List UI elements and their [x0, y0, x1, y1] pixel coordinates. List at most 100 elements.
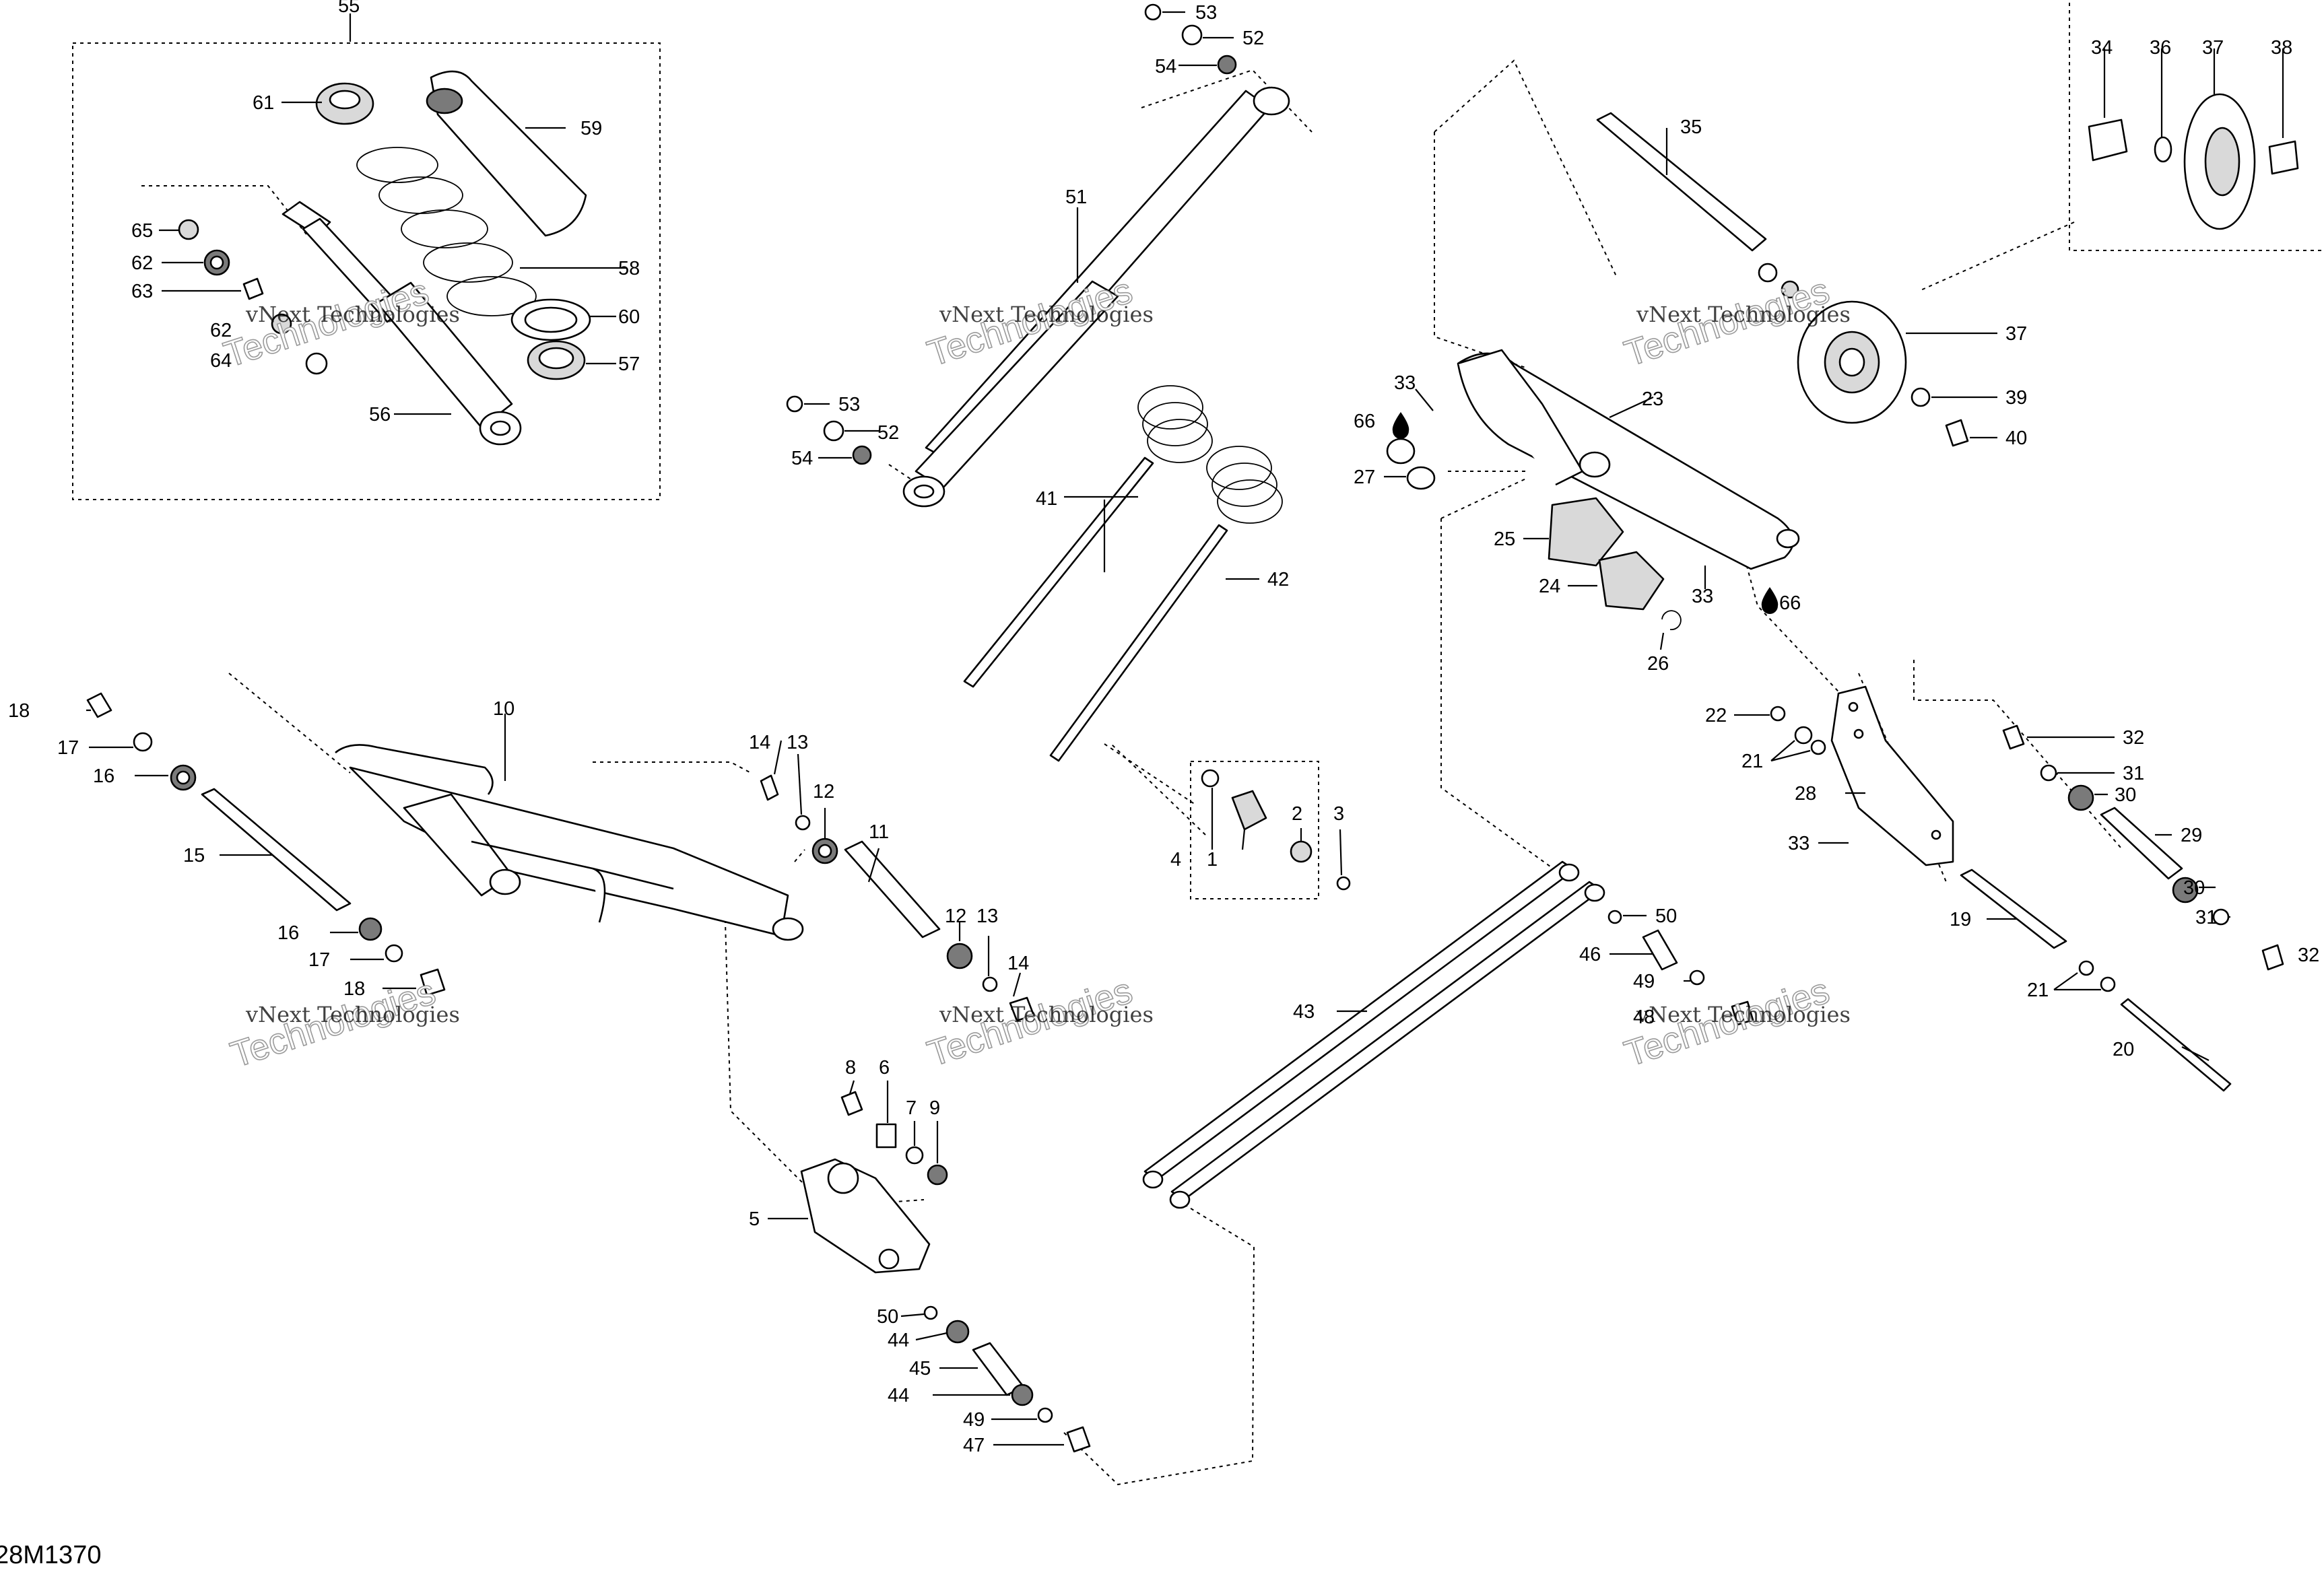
oil-drop-icon [1392, 412, 1409, 439]
callout: 51 [1065, 186, 1087, 208]
callout: 56 [369, 404, 391, 425]
callout: 38 [2271, 37, 2292, 59]
leader-lines [86, 11, 2284, 1446]
callout: 2 [1292, 803, 1302, 825]
callout: 8 [845, 1057, 856, 1079]
watermark: Technologies vNext Technologies [922, 969, 1154, 1074]
callout: 66 [1354, 411, 1375, 432]
callout: 12 [945, 906, 966, 927]
callout: 7 [906, 1097, 917, 1119]
callout: 30 [2183, 877, 2205, 899]
svg-text:vNext Technologies: vNext Technologies [939, 1002, 1154, 1027]
callout: 57 [618, 353, 640, 375]
callout: 35 [1680, 116, 1702, 138]
callout: 5 [749, 1208, 760, 1230]
callout: 22 [1705, 705, 1727, 726]
callout: 44 [888, 1385, 909, 1406]
oil-drop-icon [1761, 587, 1779, 614]
callout: 26 [1647, 653, 1669, 675]
callout: 25 [1494, 528, 1515, 550]
svg-text:vNext Technologies: vNext Technologies [939, 302, 1154, 327]
diagram-code: 28M1370 [0, 1541, 101, 1569]
callout: 32 [2298, 945, 2319, 966]
callout: 14 [1007, 953, 1029, 974]
callout: 17 [308, 949, 330, 971]
callout: 29 [2181, 825, 2202, 846]
svg-text:vNext Technologies: vNext Technologies [1636, 302, 1851, 327]
callout: 54 [1155, 56, 1176, 77]
callout: 52 [1242, 28, 1264, 49]
callout: 1 [1207, 849, 1218, 871]
callout: 62 [131, 252, 153, 274]
callout: 32 [2123, 727, 2144, 749]
callout: 15 [183, 845, 205, 866]
callout: 66 [1779, 592, 1801, 614]
callout: 53 [838, 394, 860, 415]
callout: 55 [338, 0, 360, 17]
callout: 27 [1354, 467, 1375, 488]
callout: 52 [877, 422, 899, 444]
callout: 28 [1795, 783, 1816, 805]
group-boxes [72, 3, 2324, 899]
callout: 63 [131, 281, 153, 302]
callout: 31 [2123, 763, 2144, 784]
callout: 62 [210, 320, 232, 341]
callout: 18 [8, 700, 30, 722]
callout: 59 [580, 118, 602, 139]
callout: 13 [976, 906, 998, 927]
svg-text:vNext Technologies: vNext Technologies [245, 1002, 460, 1027]
callout: 50 [1655, 906, 1677, 927]
callout: 46 [1579, 944, 1601, 965]
callout: 12 [813, 781, 834, 803]
callout: 23 [1642, 388, 1663, 410]
callout: 20 [2113, 1039, 2134, 1060]
callout: 10 [493, 698, 514, 720]
callout: 37 [2005, 323, 2027, 345]
callout: 6 [879, 1057, 890, 1079]
callout: 33 [1692, 586, 1713, 607]
callout: 13 [787, 732, 808, 753]
callout: 34 [2091, 37, 2113, 59]
callout: 54 [791, 448, 813, 469]
callout: 65 [131, 220, 153, 242]
callout: 21 [1741, 751, 1763, 772]
callout: 24 [1539, 576, 1560, 597]
callout: 64 [210, 350, 232, 372]
callout: 14 [749, 732, 770, 753]
callout: 33 [1394, 372, 1416, 394]
callout: 42 [1267, 569, 1289, 590]
callout: 49 [1633, 971, 1655, 992]
callout: 31 [2195, 907, 2217, 928]
callout: 58 [618, 258, 640, 279]
svg-text:vNext Technologies: vNext Technologies [245, 302, 460, 327]
callout: 39 [2005, 387, 2027, 409]
callout: 37 [2202, 37, 2224, 59]
callout: 50 [877, 1306, 898, 1328]
callout: 36 [2150, 37, 2171, 59]
callout: 21 [2027, 980, 2049, 1001]
callout: 45 [909, 1358, 931, 1379]
callout: 61 [253, 92, 274, 114]
callout: 16 [277, 922, 299, 944]
callout: 16 [93, 765, 114, 787]
callout: 9 [929, 1097, 940, 1119]
callout: 53 [1195, 2, 1217, 24]
callout: 48 [1633, 1006, 1655, 1028]
callout: 3 [1333, 803, 1344, 825]
callout: 33 [1788, 833, 1810, 854]
callout-labels: 1 2 3 4 5 6 7 8 9 10 11 12 12 13 13 14 1… [8, 0, 2319, 1456]
callout: 60 [618, 306, 640, 328]
callout: 49 [963, 1409, 985, 1431]
callout: 47 [963, 1435, 985, 1456]
callout: 44 [888, 1330, 909, 1351]
callout: 17 [57, 737, 79, 759]
callout: 4 [1170, 849, 1181, 871]
callout: 11 [869, 821, 889, 843]
svg-text:vNext Technologies: vNext Technologies [1636, 1002, 1851, 1027]
parts [86, 3, 2299, 1453]
callout: 40 [2005, 428, 2027, 449]
callout: 30 [2115, 784, 2136, 806]
callout: 43 [1293, 1001, 1315, 1023]
callout: 41 [1036, 488, 1057, 510]
